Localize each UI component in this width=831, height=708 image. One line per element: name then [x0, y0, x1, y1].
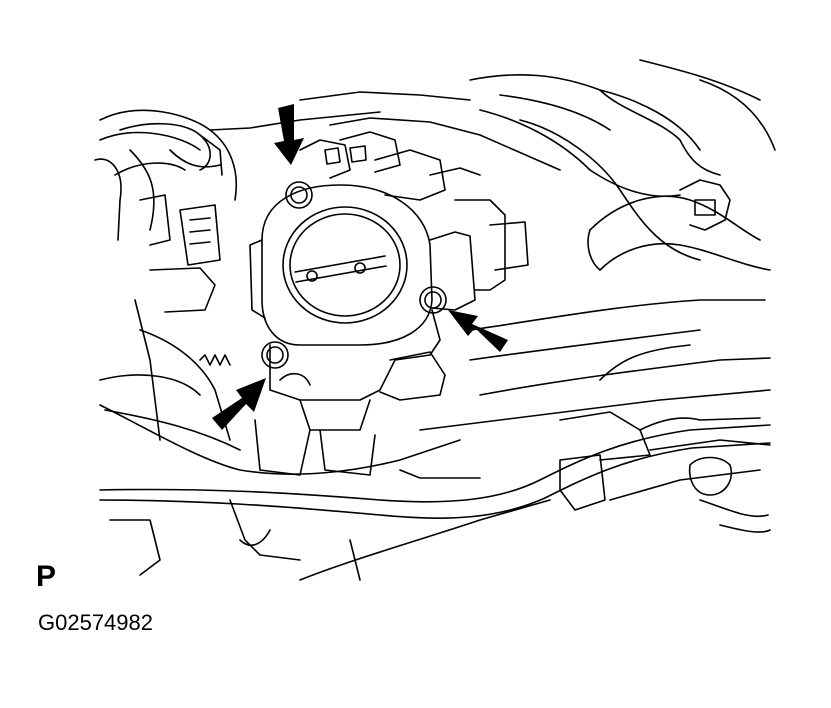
engine-bay-background: [94, 59, 776, 533]
arrow-up-right-icon: [212, 378, 266, 430]
figure-id: G02574982: [38, 610, 153, 635]
arrow-down-icon: [274, 104, 304, 165]
lower-bolt: [261, 341, 289, 369]
upper-bolt: [285, 181, 313, 209]
throttle-body: [199, 131, 529, 476]
view-marker: P: [36, 560, 57, 593]
right-bolt: [419, 286, 447, 314]
lower-hoses: [99, 404, 771, 581]
callout-arrows: [212, 104, 508, 430]
arrow-up-left-icon: [448, 310, 508, 352]
